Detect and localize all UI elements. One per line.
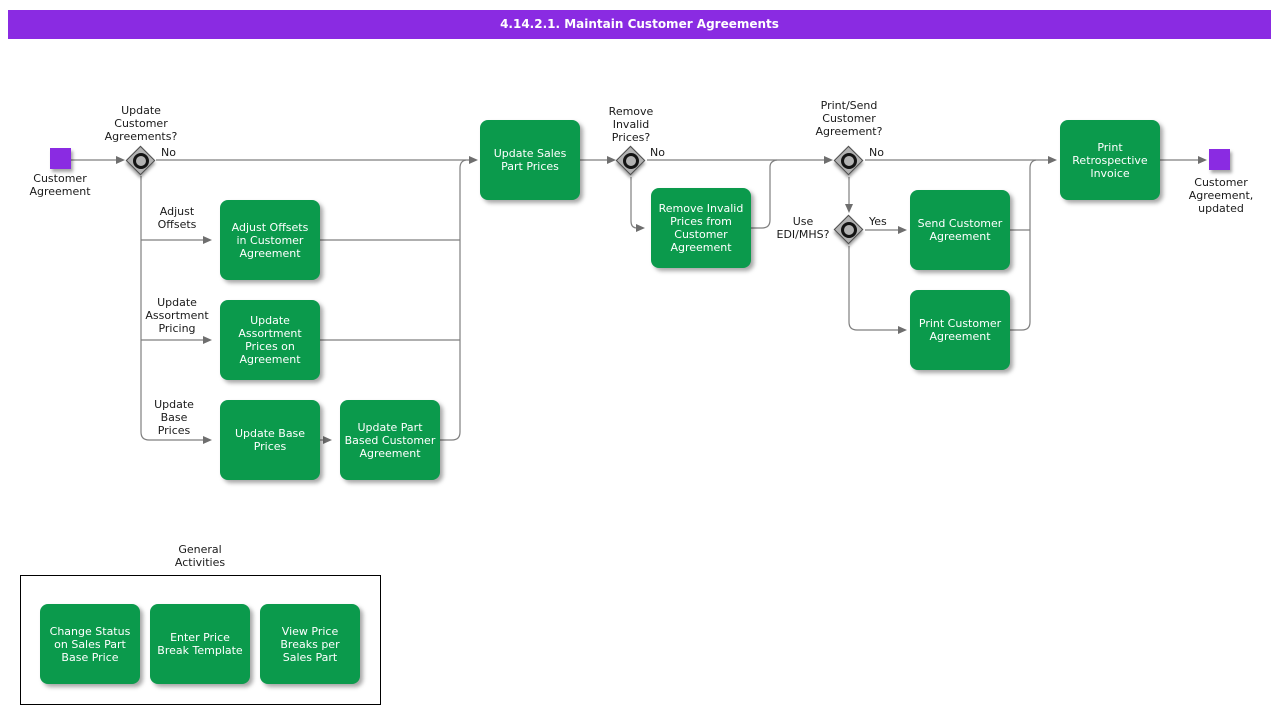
gateway-remove-invalid-prices[interactable] [615, 145, 647, 177]
activity-print-customer-agreement[interactable]: Print Customer Agreement [910, 290, 1010, 370]
activity-adjust-offsets-in-customer-agreement[interactable]: Adjust Offsets in Customer Agreement [220, 200, 320, 280]
gateway-question-print-send-customer-agreement: Print/Send Customer Agreement? [815, 99, 883, 138]
gateway-circle-icon [133, 153, 149, 169]
start-event-label: Customer Agreement [29, 172, 91, 198]
gateway-question-update-customer-agreements: Update Customer Agreements? [104, 104, 178, 143]
gateway-update-customer-agreements[interactable] [125, 145, 157, 177]
gateway-use-edi-mhs[interactable] [833, 214, 865, 246]
branch-no-label-2: No [650, 146, 665, 159]
diagram-title-bar: 4.14.2.1. Maintain Customer Agreements [8, 10, 1271, 39]
activity-update-sales-part-prices[interactable]: Update Sales Part Prices [480, 120, 580, 200]
gateway-circle-icon [841, 222, 857, 238]
branch-no-label-3: No [869, 146, 884, 159]
activity-view-price-breaks-per-sales-part[interactable]: View Price Breaks per Sales Part [260, 604, 360, 684]
branch-yes-label: Yes [869, 215, 887, 228]
gateway-question-remove-invalid-prices: Remove Invalid Prices? [608, 105, 654, 144]
gateway-question-use-edi-mhs: Use EDI/MHS? [776, 215, 830, 241]
gateway-circle-icon [623, 153, 639, 169]
branch-label-adjust-offsets: Adjust Offsets [157, 205, 197, 231]
gateway-circle-icon [841, 153, 857, 169]
activity-update-part-based-customer-agreement[interactable]: Update Part Based Customer Agreement [340, 400, 440, 480]
branch-label-update-assortment-pricing: Update Assortment Pricing [145, 296, 209, 335]
end-event-label: Customer Agreement, updated [1188, 176, 1254, 215]
activity-send-customer-agreement[interactable]: Send Customer Agreement [910, 190, 1010, 270]
start-event-customer-agreement[interactable] [50, 148, 71, 169]
activity-update-assortment-prices-on-agreement[interactable]: Update Assortment Prices on Agreement [220, 300, 320, 380]
activity-update-base-prices[interactable]: Update Base Prices [220, 400, 320, 480]
activity-remove-invalid-prices-from-customer-agreement[interactable]: Remove Invalid Prices from Customer Agre… [651, 188, 751, 268]
gateway-print-send-customer-agreement[interactable] [833, 145, 865, 177]
activity-enter-price-break-template[interactable]: Enter Price Break Template [150, 604, 250, 684]
end-event-customer-agreement-updated[interactable] [1209, 149, 1230, 170]
activity-change-status-on-sales-part-base-price[interactable]: Change Status on Sales Part Base Price [40, 604, 140, 684]
branch-no-label-1: No [161, 146, 176, 159]
branch-label-update-base-prices: Update Base Prices [154, 398, 194, 437]
activity-print-retrospective-invoice[interactable]: Print Retrospective Invoice [1060, 120, 1160, 200]
general-activities-label: General Activities [174, 543, 226, 569]
